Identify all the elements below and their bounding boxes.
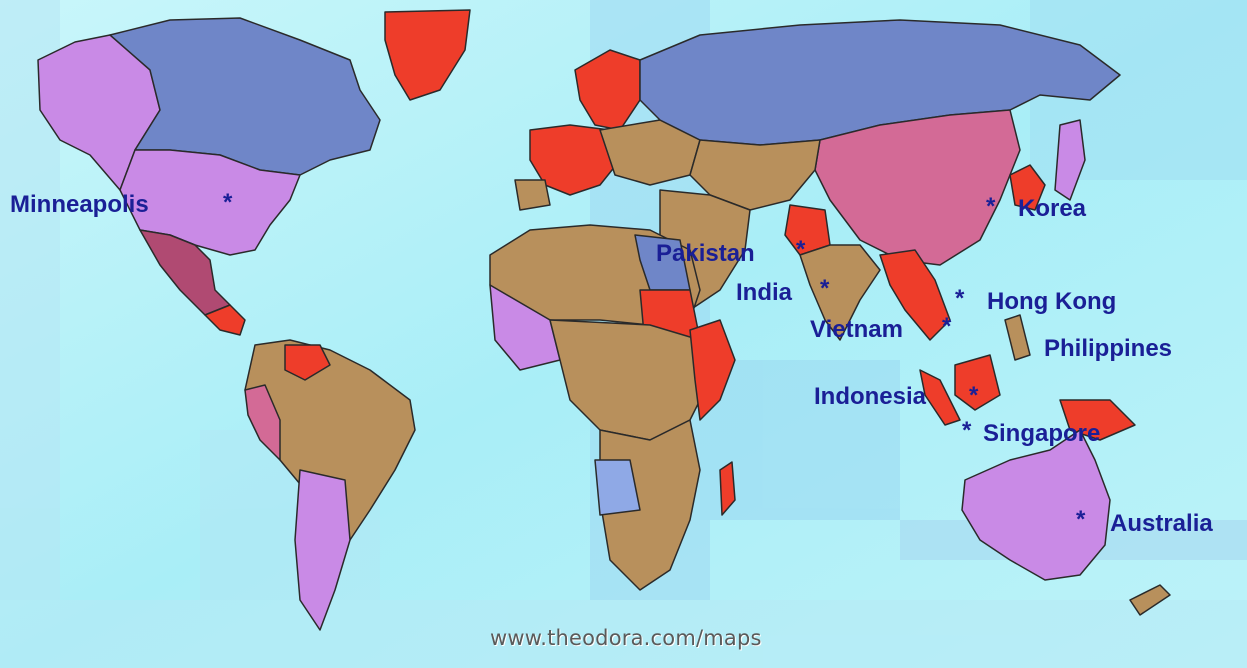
label-vietnam: Vietnam [810, 316, 903, 343]
india-region [799, 244, 881, 341]
korea-region [1009, 164, 1046, 211]
canada-region [109, 17, 381, 176]
credit-text: www.theodora.com/maps [490, 626, 762, 650]
new-zealand-region [1129, 584, 1171, 616]
china-region [814, 109, 1021, 266]
sumatra-region [919, 369, 961, 426]
label-minneapolis: Minneapolis [10, 191, 149, 218]
label-singapore: Singapore [983, 420, 1101, 447]
marker-pakistan: * [796, 236, 806, 263]
venezuela-region [284, 344, 331, 381]
marker-singapore: * [962, 417, 972, 444]
marker-indonesia: * [969, 382, 979, 409]
iberia-region [514, 179, 551, 211]
madagascar-region [719, 461, 736, 516]
label-pakistan: Pakistan [656, 240, 755, 267]
russia-region [639, 19, 1121, 146]
marker-australia: * [1076, 506, 1086, 533]
label-philippines: Philippines [1044, 335, 1173, 362]
angola-region [594, 459, 641, 516]
central-asia-region [689, 139, 821, 211]
indochina-region [879, 249, 951, 341]
marker-minneapolis: * [223, 189, 233, 216]
label-korea: Korea [1018, 195, 1087, 222]
philippines-region [1004, 314, 1031, 361]
marker-hong-kong: * [955, 285, 965, 312]
label-india: India [736, 279, 793, 306]
europe-west [529, 124, 621, 196]
australia-region [961, 429, 1111, 581]
greenland-region [384, 9, 471, 101]
mexico-region [139, 229, 231, 316]
marker-korea: * [986, 193, 996, 220]
marker-vietnam: * [942, 313, 952, 340]
peru-region [244, 384, 281, 461]
borneo-region [954, 354, 1001, 411]
label-australia: Australia [1110, 510, 1213, 537]
west-africa-region [489, 284, 561, 371]
argentina-region [294, 469, 351, 631]
scandinavia-region [574, 49, 641, 131]
marker-india: * [820, 275, 830, 302]
japan-region [1054, 119, 1086, 201]
central-america-region [204, 304, 246, 336]
east-africa-region [689, 319, 736, 421]
label-hong-kong: Hong Kong [987, 288, 1117, 315]
label-indonesia: Indonesia [814, 383, 927, 410]
